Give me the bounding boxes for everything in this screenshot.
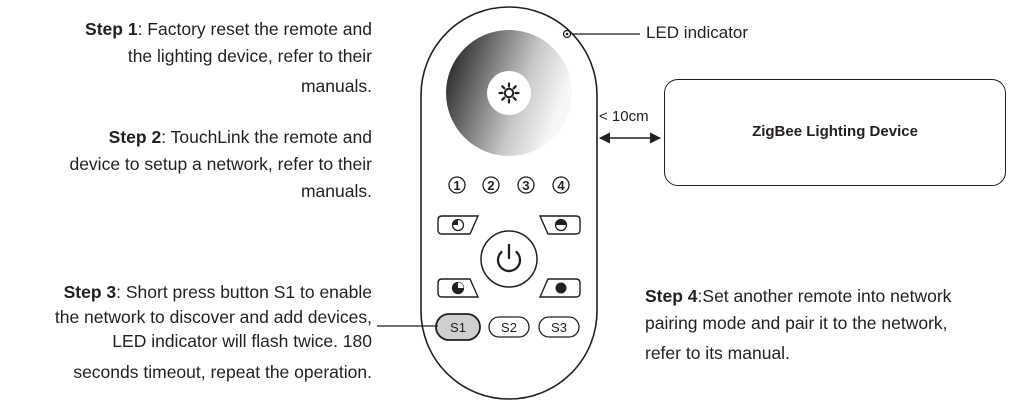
- led-indicator-label: LED indicator: [646, 23, 749, 42]
- scene-s1-label: S1: [450, 320, 466, 335]
- scene-s3-label: S3: [551, 320, 567, 335]
- scene-s2-button[interactable]: S2: [488, 316, 530, 338]
- zone-2-label: 2: [487, 178, 494, 193]
- sun-icon: [498, 82, 520, 104]
- power-icon: [496, 243, 522, 273]
- scene-buttons: S1 S2 S3: [435, 313, 580, 341]
- step-4-title: Step 4: [645, 286, 698, 306]
- step-2-line-1: TouchLink the remote and: [170, 127, 372, 147]
- scene-s1-button[interactable]: S1: [435, 313, 481, 341]
- step-3-line-4: seconds timeout, repeat the operation.: [73, 362, 372, 382]
- step-4-line-2: pairing mode and pair it to the network,: [645, 313, 948, 333]
- step-4-line-3: refer to its manual.: [645, 343, 790, 363]
- step-3-text: Step 3: Short press button S1 to enable …: [55, 278, 372, 386]
- step-2-text: Step 2: TouchLink the remote and device …: [69, 124, 372, 205]
- zone-buttons: 1 2 3 4: [448, 176, 570, 194]
- step-1-text: Step 1: Factory reset the remote and the…: [85, 16, 372, 100]
- zone-1-label: 1: [453, 178, 460, 193]
- scene-s3-button[interactable]: S3: [538, 316, 580, 338]
- step-4-text: Step 4:Set another remote into network p…: [645, 283, 951, 367]
- step-1-line-1: Factory reset the remote and: [147, 19, 372, 39]
- zone-2-button[interactable]: 2: [482, 176, 500, 194]
- zone-3-button[interactable]: 3: [517, 176, 535, 194]
- brightness-25-button[interactable]: [437, 215, 480, 235]
- step-3-line-1: Short press button S1 to enable: [125, 282, 372, 302]
- step-3-line-2: the network to discover and add devices,: [54, 307, 372, 327]
- brightness-75-button[interactable]: [437, 278, 480, 298]
- step-4-line-1: Set another remote into network: [702, 286, 952, 306]
- zone-3-label: 3: [522, 178, 529, 193]
- step-3-line-3: LED indicator will flash twice. 180: [112, 331, 372, 351]
- zone-4-button[interactable]: 4: [552, 176, 570, 194]
- brightness-50-button[interactable]: [538, 215, 581, 235]
- step-1-line-3: manuals.: [300, 76, 372, 96]
- step-1-line-2: the lighting device, refer to their: [127, 46, 372, 66]
- scene-s2-label: S2: [501, 320, 517, 335]
- step-2-line-2: device to setup a network, refer to thei…: [69, 154, 372, 174]
- power-button[interactable]: [480, 230, 538, 288]
- step-2-title: Step 2: [108, 127, 162, 147]
- zone-1-button[interactable]: 1: [448, 176, 466, 194]
- step-2-line-3: manuals.: [300, 181, 372, 201]
- step-3-title: Step 3: [63, 282, 117, 302]
- wheel-center-button[interactable]: [487, 71, 531, 115]
- zigbee-lighting-device: ZigBee Lighting Device: [664, 79, 1006, 186]
- device-title: ZigBee Lighting Device: [752, 122, 918, 140]
- step-1-title: Step 1: [85, 19, 138, 39]
- distance-label: < 10cm: [599, 108, 649, 125]
- zone-4-label: 4: [557, 178, 565, 193]
- led-indicator-dot: [565, 32, 569, 36]
- brightness-100-button[interactable]: [538, 278, 581, 298]
